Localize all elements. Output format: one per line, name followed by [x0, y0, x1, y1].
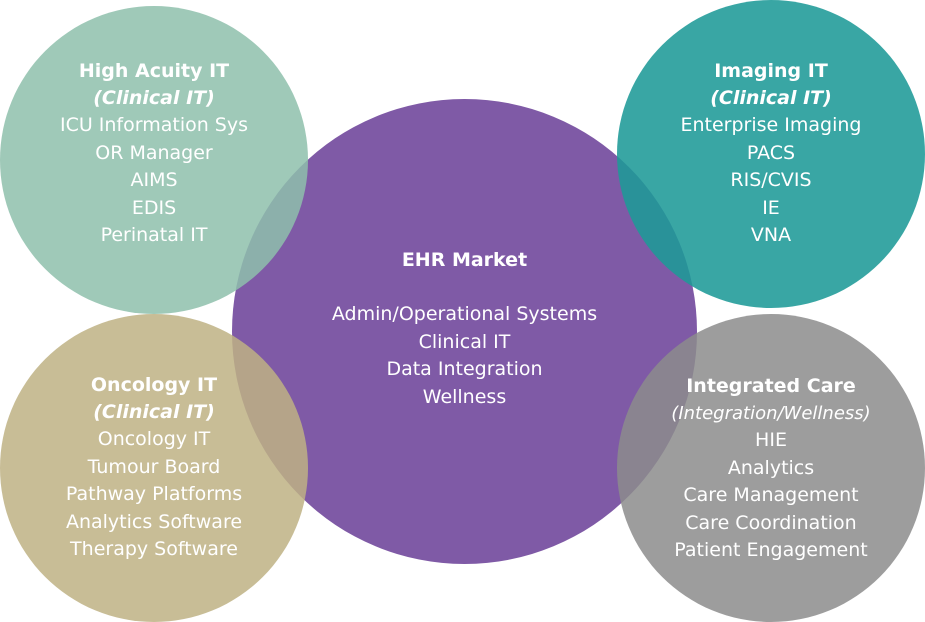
- bottom-right-circle: [617, 314, 925, 622]
- high-acuity-item: Perinatal IT: [100, 224, 208, 246]
- high-acuity-subtitle: (Clinical IT): [93, 87, 215, 109]
- integrated-care-title: Integrated Care: [686, 375, 856, 397]
- imaging-item: RIS/CVIS: [730, 169, 812, 191]
- ehr-market-title: EHR Market: [401, 249, 528, 271]
- integrated-care-item: Care Management: [683, 484, 859, 506]
- high-acuity-item: EDIS: [131, 196, 177, 219]
- ehr-market-item: Data Integration: [386, 358, 543, 380]
- top-left-circle: [0, 6, 308, 314]
- high-acuity-label: High Acuity IT (Clinical IT) ICU Informa…: [0, 58, 308, 250]
- integrated-care-label: Integrated Care (Integration/Wellness) H…: [617, 373, 925, 565]
- imaging-label: Imaging IT (Clinical IT) Enterprise Imag…: [617, 58, 925, 250]
- integrated-care-subtitle-paren: (: [671, 403, 679, 424]
- integrated-care-item: Care Coordination: [685, 511, 857, 534]
- integrated-care-item: Analytics: [727, 456, 815, 479]
- oncology-item: Tumour Board: [87, 455, 221, 478]
- oncology-label: Oncology IT (Clinical IT) Oncology IT Tu…: [0, 372, 308, 564]
- imaging-item: VNA: [750, 224, 792, 246]
- high-acuity-title: High Acuity IT: [78, 60, 230, 82]
- bottom-left-circle: [0, 314, 308, 622]
- ehr-market-item: Wellness: [422, 385, 507, 408]
- oncology-subtitle: (Clinical IT): [93, 401, 215, 423]
- oncology-item: Therapy Software: [70, 538, 238, 560]
- integrated-care-item: Patient Engagement: [674, 539, 868, 561]
- imaging-title: Imaging IT: [714, 60, 828, 82]
- ehr-market-item: Admin/Operational Systems: [331, 303, 598, 325]
- integrated-care-subtitle-text: Integration/Wellness): [678, 403, 871, 424]
- oncology-item: Oncology IT: [97, 428, 211, 450]
- oncology-item: Pathway Platforms: [65, 483, 243, 505]
- integrated-care-subtitle: (Integration/Wellness): [671, 400, 870, 427]
- high-acuity-item: OR Manager: [95, 141, 213, 164]
- ehr-market-label: EHR Market Admin/Operational Systems Cli…: [232, 247, 697, 411]
- ehr-market-item: Clinical IT: [418, 330, 511, 353]
- high-acuity-item: ICU Information Sys: [59, 114, 249, 136]
- imaging-item: PACS: [746, 141, 796, 164]
- top-right-circle: [617, 0, 925, 308]
- integrated-care-item: HIE: [755, 429, 787, 451]
- imaging-subtitle: (Clinical IT): [710, 87, 832, 109]
- imaging-item: Enterprise Imaging: [680, 114, 862, 136]
- imaging-item: IE: [762, 196, 780, 219]
- high-acuity-item: AIMS: [130, 169, 178, 191]
- oncology-item: Analytics Software: [65, 510, 243, 533]
- oncology-title: Oncology IT: [90, 374, 218, 396]
